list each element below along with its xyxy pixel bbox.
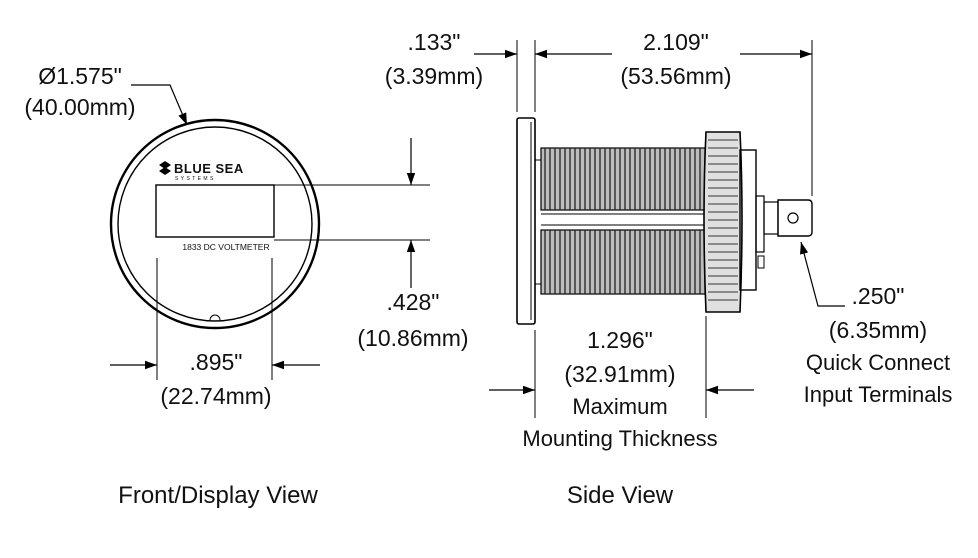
brand-name: BLUE SEA: [174, 161, 244, 176]
mounting-flange: [516, 117, 536, 325]
model-label: 1833 DC VOLTMETER: [182, 242, 269, 252]
bezel-outer-ring: [109, 118, 321, 330]
nut-ridges: [708, 139, 738, 301]
display-width-value: .895": [190, 349, 243, 375]
bezel-inner-ring: [117, 126, 313, 322]
brand-logo: BLUE SEA SYSTEMS: [159, 161, 244, 182]
mount-thickness-value: 1.296": [587, 327, 653, 353]
terminal-leader: [800, 241, 845, 307]
front-view-caption: Front/Display View: [118, 482, 318, 509]
terminal-hole: [787, 212, 799, 224]
quick-connect-terminal: [777, 199, 813, 237]
terminal-label-1: Quick Connect: [806, 350, 950, 375]
body-length-value: 2.109": [643, 29, 709, 55]
bezel-notch: [209, 314, 221, 321]
terminal-size-value: .250": [852, 283, 905, 309]
body-length-metric: (53.56mm): [620, 63, 731, 89]
side-view-caption: Side View: [567, 482, 674, 509]
thread-lines: [544, 148, 711, 294]
upper-threaded-shaft: [540, 147, 714, 211]
flange-thickness-value: .133": [408, 29, 461, 55]
side-view: .133" (3.39mm) 2.109" (53.56mm) 1.296" (…: [385, 29, 953, 509]
display-width-metric: (22.74mm): [160, 383, 271, 409]
flange-thickness-metric: (3.39mm): [385, 63, 483, 89]
diameter-value: Ø1.575": [38, 63, 122, 89]
terminal-label-2: Input Terminals: [804, 382, 953, 407]
lower-threaded-shaft: [540, 229, 714, 295]
terminal-size-metric: (6.35mm): [829, 317, 927, 343]
mounting-nut: [703, 131, 743, 313]
mount-thickness-metric: (32.91mm): [564, 361, 675, 387]
brand-subtitle: SYSTEMS: [175, 176, 216, 182]
diameter-metric: (40.00mm): [24, 94, 135, 120]
brand-logo-icon: [159, 161, 171, 175]
display-window: [155, 184, 275, 238]
display-height-metric: (10.86mm): [357, 325, 468, 351]
terminal-collar: [763, 201, 779, 235]
diameter-leader: [131, 84, 188, 126]
display-height-value: .428": [387, 289, 440, 315]
mount-thickness-label-2: Mounting Thickness: [522, 426, 717, 451]
terminal-base: [755, 195, 765, 253]
terminal-stub: [757, 255, 765, 269]
mount-thickness-label-1: Maximum: [572, 394, 667, 419]
front-view: BLUE SEA SYSTEMS 1833 DC VOLTMETER Ø1.57…: [24, 63, 468, 509]
